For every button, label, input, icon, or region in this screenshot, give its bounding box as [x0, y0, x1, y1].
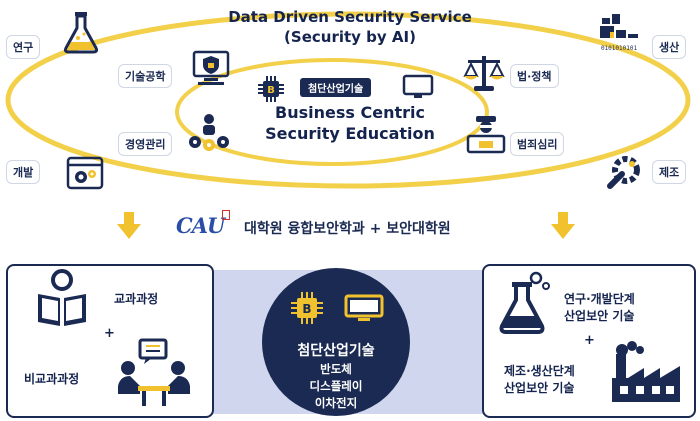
tech-circle [262, 268, 410, 416]
team-gears-icon [189, 114, 229, 151]
center-tag: 첨단산업기술 [300, 78, 372, 97]
curriculum-label: 교과과정 [114, 292, 159, 306]
wrench-gear-icon [607, 156, 640, 189]
tech-item-semiconductor: 반도체 [320, 362, 352, 376]
factory-data-icon: 0101010101 [600, 14, 638, 52]
arrow-down-left [117, 212, 141, 239]
shield-monitor-icon [192, 50, 230, 85]
beaker-icon [499, 271, 550, 334]
scales-icon [463, 56, 505, 91]
extracurricular-label: 비교과과정 [24, 372, 80, 386]
label-research: 연구 [6, 35, 41, 59]
label-criminal-psych: 범죄심리 [510, 132, 565, 156]
right-line1: 연구·개발단계 [564, 292, 635, 306]
main-title: Data Driven Security Service [228, 8, 472, 26]
tech-item-display: 디스플레이 [309, 379, 363, 393]
left-plus: + [104, 326, 115, 341]
gear-window-icon [66, 156, 104, 190]
chip-gold-icon: B [291, 292, 323, 324]
chip-icon: B [258, 76, 284, 102]
label-development: 개발 [6, 160, 41, 184]
right-line2: 산업보안 기술 [564, 309, 635, 323]
label-tech-engineering: 기술공학 [118, 64, 173, 88]
factory-icon [612, 341, 680, 402]
center-title-2: Security Education [265, 124, 435, 143]
flask-icon [63, 12, 99, 54]
cau-logo-mark [222, 210, 230, 220]
chip-gold-letter: B [302, 302, 311, 316]
right-line4: 산업보안 기술 [504, 381, 575, 395]
tech-circle-title: 첨단산업기술 [297, 343, 375, 359]
program-title: 대학원 융합보안학과 + 보안대학원 [244, 221, 451, 237]
label-manufacturing: 제조 [652, 160, 687, 184]
reader-icon [38, 269, 86, 326]
label-management: 경영관리 [118, 132, 173, 156]
label-production: 생산 [652, 35, 687, 59]
factory-bits-text: 0101010101 [601, 45, 638, 52]
hacker-laptop-icon [466, 116, 506, 154]
tech-item-battery: 이차전지 [314, 396, 358, 410]
monitor-icon [402, 74, 434, 98]
center-title-1: Business Centric [275, 103, 425, 122]
arrow-down-right [551, 212, 575, 239]
display-gold-icon [344, 294, 384, 321]
ring-diagram [5, 11, 691, 189]
chip-letter: B [267, 85, 275, 96]
main-subtitle: (Security by AI) [284, 28, 416, 46]
right-plus: + [584, 333, 595, 348]
cau-logo: CAU [176, 213, 225, 238]
discussion-icon [118, 338, 190, 406]
label-law-policy: 법·정책 [510, 64, 559, 88]
right-line3: 제조·생산단계 [504, 364, 575, 378]
